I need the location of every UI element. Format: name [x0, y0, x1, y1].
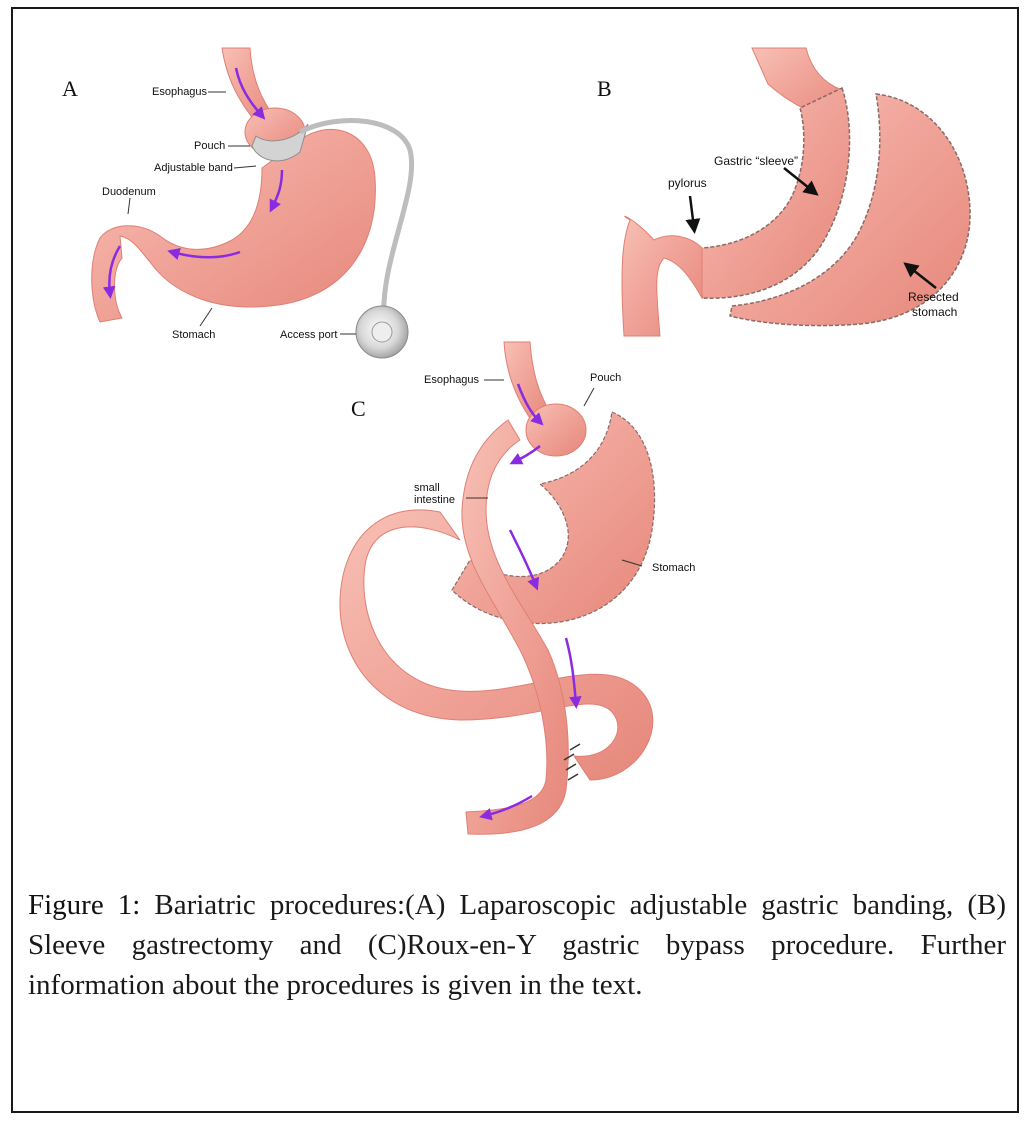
panel-b-art — [621, 47, 971, 337]
figure-frame — [11, 7, 1019, 1113]
label-a-access-port: Access port — [280, 329, 338, 341]
label-a-esophagus: Esophagus — [152, 86, 208, 98]
panel-a-art — [91, 47, 414, 359]
panel-c-letter: C — [351, 396, 366, 421]
stomach-a — [91, 128, 376, 323]
figure-caption-text: Bariatric procedures:(A) Laparoscopic ad… — [28, 889, 1006, 1001]
label-a-duodenum: Duodenum — [102, 186, 156, 198]
panel-b-letter: B — [597, 76, 612, 101]
excluded-stomach — [451, 411, 656, 625]
adjustable-band — [251, 123, 309, 162]
label-c-small-2: intestine — [414, 494, 455, 506]
label-a-pouch: Pouch — [194, 140, 226, 152]
label-a-stomach: Stomach — [172, 329, 216, 341]
figure-label: Figure 1: — [28, 889, 141, 921]
panel-a-letter: A — [62, 76, 78, 101]
bariatric-illustration — [91, 47, 971, 835]
label-b-pylorus: pylorus — [668, 176, 707, 190]
label-b-resected-1: Resected — [908, 290, 959, 304]
panel-c-art — [339, 341, 656, 835]
label-b-sleeve: Gastric “sleeve” — [714, 154, 799, 168]
label-c-esophagus: Esophagus — [424, 374, 480, 386]
port-tube — [298, 118, 414, 321]
roux-limb — [461, 419, 569, 835]
label-c-small-1: small — [414, 482, 440, 494]
label-a-band: Adjustable band — [154, 162, 233, 174]
label-c-pouch: Pouch — [590, 372, 622, 384]
figure-caption: Figure 1: Bariatric procedures:(A) Lapar… — [28, 885, 1006, 1005]
label-b-resected-2: stomach — [912, 305, 958, 319]
gastric-sleeve — [699, 86, 851, 299]
intestine-loop — [339, 509, 654, 781]
label-c-stomach: Stomach — [652, 562, 696, 574]
